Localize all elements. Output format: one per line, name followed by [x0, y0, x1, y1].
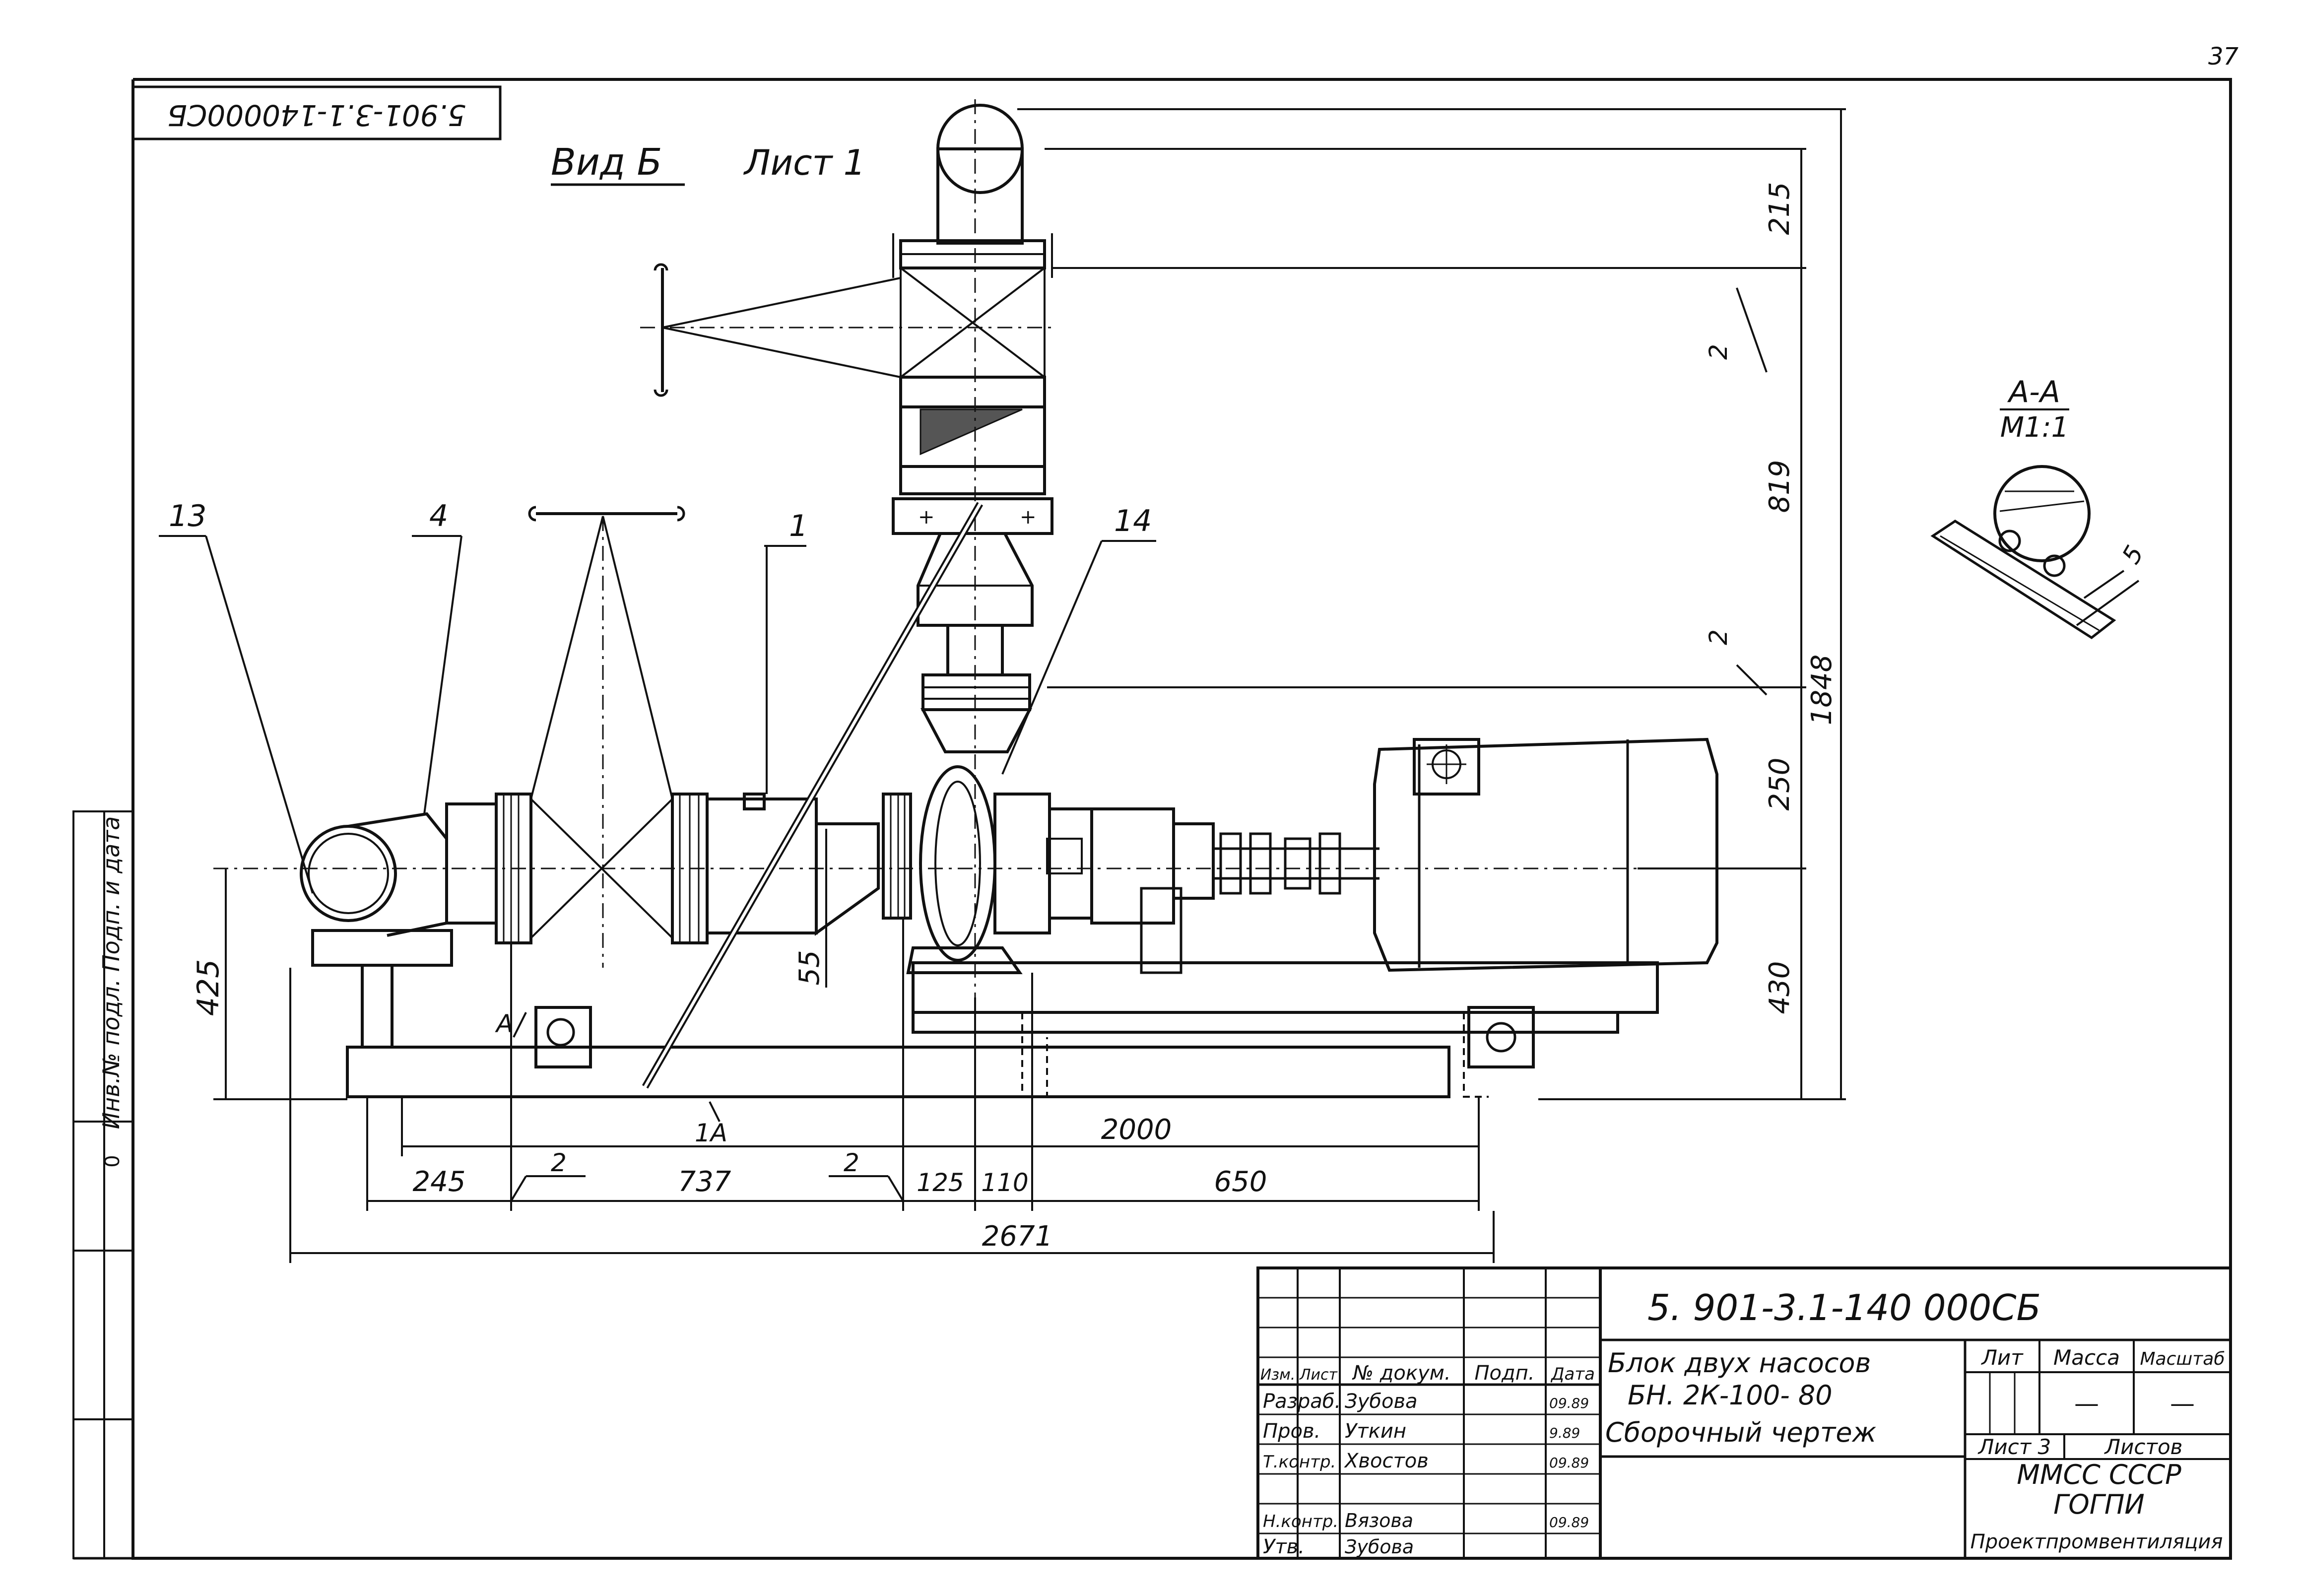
tb-row1-name: Зубова — [1345, 1390, 1418, 1413]
section-title: А-А — [2007, 375, 2060, 409]
side-stamp-zero: 0 — [101, 1155, 124, 1167]
dim-425: 425 — [191, 959, 226, 1016]
dim-55: 55 — [793, 950, 826, 985]
view-title: Вид Б Лист 1 — [551, 141, 865, 186]
section-scale: М1:1 — [2000, 411, 2069, 444]
tb-row1-role: Разраб. — [1263, 1390, 1341, 1413]
leader-label-14: 14 — [1114, 504, 1152, 538]
tb-name-line1: Блок двух насосов — [1608, 1347, 1871, 1379]
tb-sheets-label: Листов — [2104, 1435, 2183, 1459]
tb-head-sign: Подп. — [1474, 1362, 1534, 1385]
dim-250: 250 — [1764, 758, 1796, 811]
tb-head-doc: № докум. — [1352, 1362, 1450, 1385]
tb-col-lit: Лит — [1980, 1345, 2024, 1370]
dim-1848: 1848 — [1806, 655, 1838, 726]
motor — [1373, 737, 1718, 972]
tb-org-line2: ГОГПИ — [2053, 1489, 2145, 1520]
tb-org-line1: ММСС СССР — [2017, 1459, 2181, 1490]
tb-head-izm: Изм. — [1260, 1366, 1296, 1384]
tb-name-line3: Сборочный чертеж — [1605, 1417, 1877, 1448]
rotated-code-text: 5.901-3.1-140000СБ — [167, 98, 466, 132]
section-mark-bottom-label: 1А — [695, 1119, 727, 1147]
tb-scale-value: — — [2170, 1389, 2195, 1418]
leader-label-2c: 2 — [551, 1148, 567, 1177]
dim-2671: 2671 — [982, 1220, 1053, 1253]
pump — [906, 765, 1379, 974]
vertical-pipe-assembly: + + — [640, 99, 1057, 998]
svg-text:+: + — [1020, 506, 1037, 529]
leader-label-1: 1 — [789, 509, 808, 543]
position-leaders: 13 4 1 14 2 2 2 2 А 1А — [159, 287, 1768, 1202]
leader-label-2a: 2 — [1704, 344, 1733, 360]
title-block: Изм. Лист № докум. Подп. Дата Разраб. Зу… — [1256, 1266, 2232, 1560]
side-stamp: Инв.№ подл. Подп. и дата 0 — [72, 810, 134, 1559]
tb-name-line2: БН. 2К-100- 80 — [1628, 1380, 1833, 1411]
tb-row2-name: Уткин — [1345, 1420, 1406, 1443]
tb-sheet-label: Лист 3 — [1977, 1435, 2051, 1459]
tb-row3-role: Т.контр. — [1263, 1452, 1336, 1472]
tb-row1-date: 09.89 — [1549, 1395, 1589, 1411]
tb-row2-role: Пров. — [1263, 1420, 1320, 1443]
tb-col-scale: Масштаб — [2140, 1349, 2225, 1369]
leader-label-2b: 2 — [1704, 629, 1733, 645]
tb-designation: 5. 901-3.1-140 000СБ — [1647, 1287, 2041, 1329]
leader-label-2d: 2 — [844, 1148, 859, 1177]
tb-head-list: Лист — [1299, 1366, 1338, 1384]
tb-head-date: Дата — [1550, 1364, 1595, 1384]
side-stamp-label: Инв.№ подл. Подп. и дата — [98, 816, 125, 1130]
tb-row2-date: 9.89 — [1549, 1425, 1580, 1441]
dim-819: 819 — [1764, 460, 1796, 513]
tb-row5-name: Вязова — [1345, 1510, 1413, 1531]
tb-row6-role: Утв. — [1263, 1535, 1305, 1558]
dim-737: 737 — [678, 1166, 731, 1198]
dim-215: 215 — [1764, 182, 1796, 235]
section-a-a: А-А М1:1 5 — [1930, 375, 2149, 640]
tb-row5-date: 09.89 — [1549, 1514, 1589, 1530]
tb-row3-name: Хвостов — [1344, 1450, 1429, 1472]
rotated-code-stamp: 5.901-3.1-140000СБ — [131, 85, 502, 140]
svg-text:+: + — [918, 506, 935, 529]
tb-col-mass: Масса — [2053, 1345, 2120, 1370]
leader-label-13: 13 — [169, 499, 206, 533]
view-title-text: Вид Б — [551, 141, 662, 184]
tb-row3-date: 09.89 — [1549, 1455, 1589, 1471]
dim-650: 650 — [1214, 1166, 1267, 1198]
dim-430: 430 — [1764, 961, 1796, 1014]
tb-mass-value: — — [2074, 1389, 2099, 1418]
base-frame — [311, 502, 1659, 1098]
weld-size: 5 — [2116, 540, 2149, 569]
dim-125: 125 — [917, 1168, 964, 1197]
dim-245: 245 — [413, 1166, 466, 1198]
leader-label-4: 4 — [429, 499, 448, 533]
tb-row6-name: Зубова — [1345, 1536, 1414, 1558]
dim-110: 110 — [981, 1168, 1028, 1197]
dimensions: 215 819 1848 250 430 425 55 2000 245 737… — [191, 108, 1846, 1263]
dim-2000: 2000 — [1101, 1114, 1172, 1146]
page-number: 37 — [2208, 43, 2239, 70]
tb-row5-role: Н.контр. — [1263, 1512, 1338, 1531]
sheet-label-text: Лист 1 — [743, 142, 865, 183]
tb-org-line3: Проектпромвентиляция — [1971, 1530, 2223, 1553]
